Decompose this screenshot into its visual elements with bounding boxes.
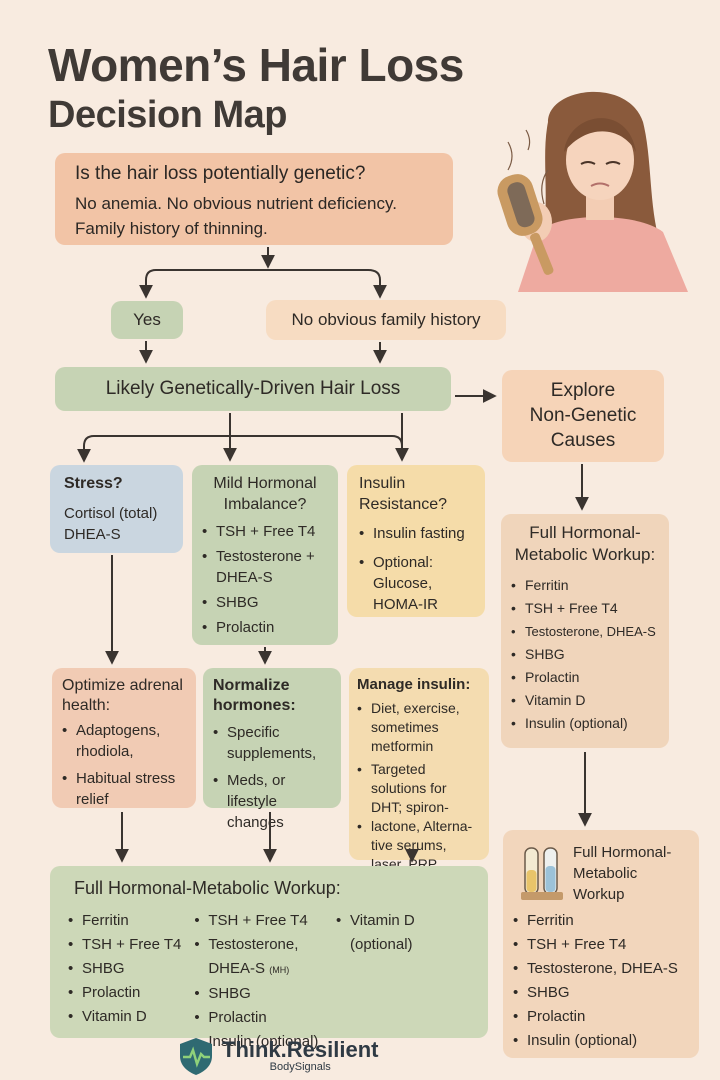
- no-family-history-branch: No obvious family history: [266, 300, 506, 340]
- full-workup-bottom-columns: Ferritin TSH + Free T4 SHBG Prolactin Vi…: [68, 909, 470, 1054]
- list-item: Vitamin D (optional): [336, 909, 470, 957]
- mild-hormonal-box: Mild Hormonal Imbalance? TSH + Free T4 T…: [192, 465, 338, 645]
- brand-logo: Think.Resilient BodySignals: [176, 1036, 378, 1076]
- full-workup-bottom-col-1: Ferritin TSH + Free T4 SHBG Prolactin Vi…: [68, 909, 194, 1054]
- list-item-text: Testosterone, DHEA-S: [208, 936, 299, 977]
- list-item: Testosterone, DHEA-S (MH): [194, 933, 336, 982]
- list-item: SHBG: [511, 643, 659, 666]
- list-item: SHBG: [202, 592, 328, 613]
- list-item: Diet, exercise, sometimes metformin: [357, 699, 481, 756]
- list-item: Testosterone, DHEA-S: [511, 620, 659, 643]
- list-item: TSH + Free T4: [194, 909, 336, 933]
- manage-insulin-title: Manage insulin:: [357, 676, 471, 693]
- list-item: Vitamin D: [68, 1005, 194, 1029]
- list-item: Ferritin: [68, 909, 194, 933]
- mild-hormonal-list: TSH + Free T4 Testosterone + DHEA-S SHBG…: [202, 521, 328, 638]
- list-item: Insulin (optional): [511, 712, 659, 735]
- genetic-question-box: Is the hair loss potentially genetic? No…: [55, 153, 453, 245]
- explore-line-3: Causes: [550, 430, 616, 451]
- likely-genetic-label: Likely Genetically-Driven Hair Loss: [105, 378, 401, 399]
- list-item: SHBG: [68, 957, 194, 981]
- full-workup-bottom-box: Full Hormonal-Metabolic Workup: Ferritin…: [50, 866, 488, 1054]
- full-workup-corner-title-3: Workup: [573, 886, 625, 903]
- insulin-title-1: Insulin: [359, 475, 406, 492]
- list-item: TSH + Free T4: [511, 597, 659, 620]
- stress-title: Stress?: [64, 475, 123, 492]
- list-item: Prolactin: [194, 1006, 336, 1030]
- full-workup-right-list: Ferritin TSH + Free T4 Testosterone, DHE…: [511, 574, 659, 735]
- title-line-1: Women’s Hair Loss: [48, 39, 464, 91]
- list-item: Testosterone, DHEA-S: [513, 957, 689, 981]
- list-item: Insulin (optional): [513, 1029, 689, 1053]
- connector-split-three: [83, 435, 403, 455]
- yes-branch: Yes: [111, 301, 183, 339]
- full-workup-bottom-col-3: Vitamin D (optional): [336, 909, 470, 1054]
- explore-line-1: Explore: [550, 380, 616, 401]
- list-item: Specific supplements,: [213, 722, 331, 764]
- stress-box: Stress? Cortisol (total) DHEA-S: [50, 465, 183, 553]
- insulin-list: Insulin fasting Optional: Glucose, HOMA-…: [359, 523, 473, 615]
- list-item: Prolactin: [202, 617, 328, 638]
- brand-subtitle: BodySignals: [269, 1061, 331, 1073]
- list-item: Prolactin: [68, 981, 194, 1005]
- list-item: Ferritin: [511, 574, 659, 597]
- manage-insulin-box: Manage insulin: Diet, exercise, sometime…: [349, 668, 489, 872]
- heartbeat-shield-icon: [180, 1038, 212, 1075]
- genetic-question-line-2: Family history of thinning.: [75, 219, 268, 238]
- list-item: Targeted solutions for DHT; spiron-: [357, 760, 481, 817]
- insulin-resistance-box: Insulin Resistance? Insulin fasting Opti…: [347, 465, 485, 617]
- list-item: TSH + Free T4: [68, 933, 194, 957]
- full-workup-bottom-col-2: TSH + Free T4 Testosterone, DHEA-S (MH) …: [194, 909, 336, 1054]
- stress-line-2: DHEA-S: [64, 526, 121, 543]
- adrenal-box: Optimize adrenal health: Adaptogens, rho…: [52, 668, 196, 808]
- list-item: Optional: Glucose, HOMA-IR: [359, 552, 473, 615]
- connector-split-yes-no: [145, 269, 381, 292]
- brand-name: Think.Resilient: [222, 1037, 379, 1062]
- list-item: TSH + Free T4: [202, 521, 328, 542]
- mh-note: (MH): [269, 965, 290, 975]
- genetic-question-line-1: No anemia. No obvious nutrient deficienc…: [75, 194, 397, 213]
- full-workup-bottom-title: Full Hormonal-Metabolic Workup:: [74, 878, 341, 898]
- full-workup-corner-list: Ferritin TSH + Free T4 Testosterone, DHE…: [513, 909, 689, 1053]
- list-item: TSH + Free T4: [513, 933, 689, 957]
- woman-hair-loss-illustration: [497, 91, 688, 292]
- normalize-title-2: hormones:: [213, 697, 296, 714]
- full-workup-corner-box: Full Hormonal- Metabolic Workup Ferritin…: [503, 830, 699, 1058]
- adrenal-title-1: Optimize adrenal: [62, 677, 183, 694]
- list-item: SHBG: [194, 982, 336, 1006]
- title-line-2: Decision Map: [48, 94, 287, 136]
- mild-hormonal-title-1: Mild Hormonal: [213, 475, 317, 492]
- list-item: Prolactin: [513, 1005, 689, 1029]
- list-item: Insulin fasting: [359, 523, 473, 544]
- adrenal-list: Adaptogens, rhodiola, Habitual stress re…: [62, 720, 186, 810]
- full-workup-corner-title-1: Full Hormonal-: [573, 844, 672, 861]
- full-workup-corner-title-2: Metabolic: [573, 865, 638, 882]
- explore-line-2: Non-Genetic: [529, 405, 637, 426]
- list-item: Habitual stress relief: [62, 768, 186, 810]
- test-tubes-icon: [521, 847, 563, 900]
- no-family-history-label: No obvious family history: [291, 310, 481, 329]
- full-workup-right-title-1: Full Hormonal-: [529, 523, 641, 542]
- page-title: Women’s Hair Loss Decision Map: [48, 40, 464, 140]
- list-item: Vitamin D: [511, 689, 659, 712]
- likely-genetic-box: Likely Genetically-Driven Hair Loss: [55, 367, 451, 411]
- insulin-title-2: Resistance?: [359, 496, 448, 513]
- full-workup-corner-title: Full Hormonal- Metabolic Workup: [573, 842, 689, 905]
- genetic-question-heading: Is the hair loss potentially genetic?: [75, 163, 366, 184]
- mild-hormonal-title-2: Imbalance?: [223, 496, 307, 513]
- list-item: Testosterone + DHEA-S: [202, 546, 328, 588]
- full-workup-right-title-2: Metabolic Workup:: [514, 545, 656, 564]
- list-item: Prolactin: [511, 666, 659, 689]
- yes-branch-label: Yes: [133, 310, 161, 329]
- list-item: Ferritin: [513, 909, 689, 933]
- list-item: SHBG: [513, 981, 689, 1005]
- full-workup-right-box: Full Hormonal- Metabolic Workup: Ferriti…: [501, 514, 669, 748]
- adrenal-title-2: health:: [62, 697, 111, 714]
- list-item: Adaptogens, rhodiola,: [62, 720, 186, 762]
- normalize-title-1: Normalize: [213, 677, 290, 694]
- stress-line-1: Cortisol (total): [64, 505, 158, 522]
- explore-non-genetic-box: Explore Non-Genetic Causes: [502, 370, 664, 462]
